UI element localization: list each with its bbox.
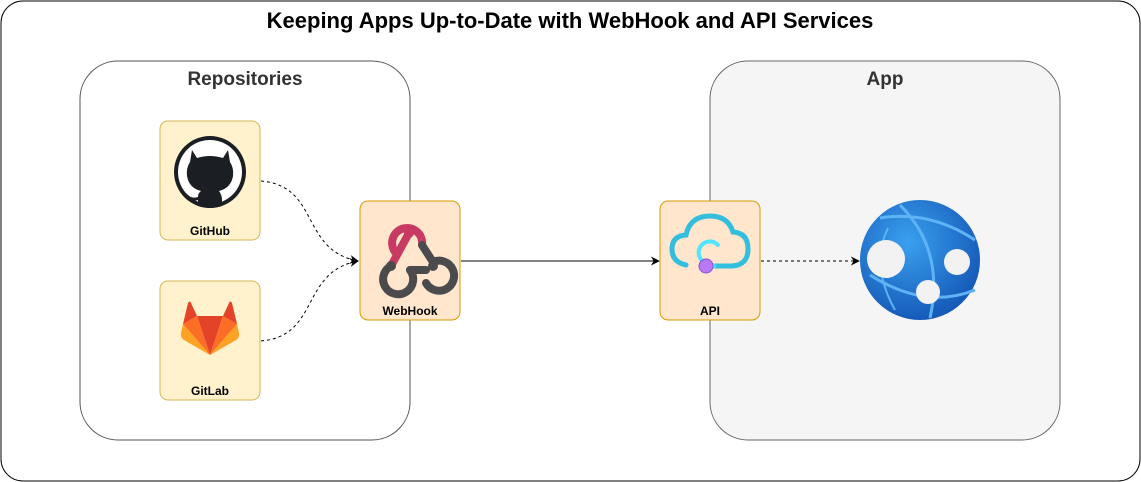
diagram-title: Keeping Apps Up-to-Date with WebHook and… bbox=[267, 8, 874, 33]
node-webhook-label: WebHook bbox=[382, 304, 437, 318]
node-api[interactable]: API bbox=[659, 200, 761, 321]
azure-web-app-globe-icon bbox=[860, 200, 980, 320]
github-octocat-icon bbox=[174, 136, 246, 208]
node-gitlab[interactable]: GitLab bbox=[159, 280, 261, 401]
node-github[interactable]: GitHub bbox=[159, 120, 261, 241]
node-webhook[interactable]: WebHook bbox=[359, 200, 461, 321]
webhook-icon bbox=[379, 223, 459, 299]
gitlab-fox-icon bbox=[180, 301, 240, 355]
group-app-label: App bbox=[867, 69, 904, 90]
node-webapp[interactable] bbox=[860, 200, 980, 320]
edge-gitlab-to-webhook bbox=[260, 258, 359, 342]
group-repositories-label: Repositories bbox=[187, 69, 302, 90]
edge-github-to-webhook bbox=[260, 180, 359, 264]
node-api-label: API bbox=[700, 304, 720, 318]
node-gitlab-label: GitLab bbox=[191, 384, 229, 398]
node-github-label: GitHub bbox=[190, 224, 230, 238]
cloud-api-icon bbox=[669, 213, 751, 274]
